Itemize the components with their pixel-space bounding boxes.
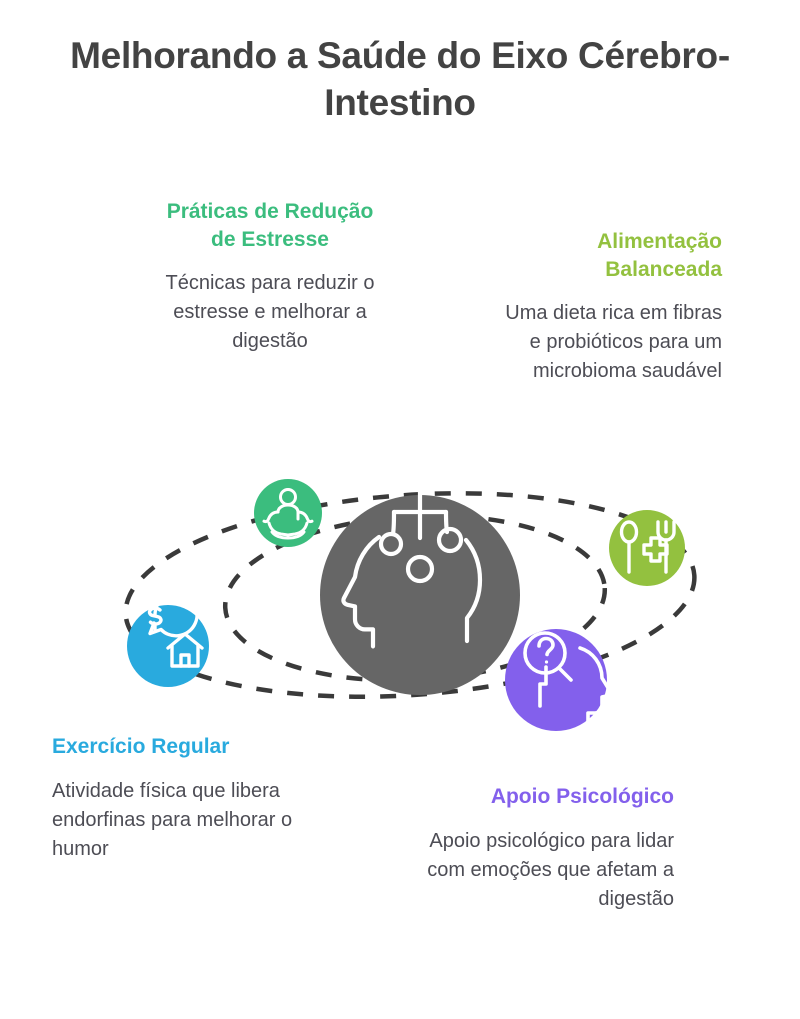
info-block-exercise: Exercício Regular Atividade física que l…: [52, 733, 302, 864]
info-block-stress: Práticas de Redução de Estresse Técnicas…: [155, 198, 385, 356]
meditation-lotus-icon: [262, 488, 314, 540]
head-question-magnifier-icon: [523, 631, 613, 727]
page-title: Melhorando a Saúde do Eixo Cérebro-Intes…: [70, 35, 730, 124]
diagram-node-exercise[interactable]: [127, 592, 209, 687]
diagram-node-stress[interactable]: [254, 479, 322, 547]
title-block: Melhorando a Saúde do Eixo Cérebro-Intes…: [50, 32, 750, 127]
info-block-exercise-description: Atividade física que libera endorfinas p…: [52, 779, 293, 860]
dollar-speech-bubble-house-icon: [147, 592, 204, 668]
info-block-psychological-support-description: Apoio psicológico para lidar com emoções…: [427, 829, 674, 910]
info-block-psychological-support: Apoio Psicológico Apoio psicológico para…: [420, 783, 674, 914]
fork-spoon-cross-icon: [619, 520, 676, 574]
info-block-diet: Alimentação Balanceada Uma dieta rica em…: [500, 228, 722, 386]
info-block-exercise-heading: Exercício Regular: [52, 735, 230, 758]
info-block-diet-description: Uma dieta rica em fibras e probióticos p…: [505, 302, 722, 383]
info-block-psychological-support-heading: Apoio Psicológico: [490, 785, 674, 808]
diagram-node-psychological-support[interactable]: [505, 629, 613, 731]
diagram-node-diet[interactable]: [609, 510, 685, 586]
head-brain-network-icon: [341, 482, 483, 649]
info-block-stress-heading: Práticas de Redução de Estresse: [166, 200, 374, 251]
diagram-center-node[interactable]: [320, 482, 520, 695]
orbit-diagram: [0, 440, 800, 760]
psych-node-circle: [505, 629, 607, 731]
info-block-stress-description: Técnicas para reduzir o estresse e melho…: [165, 272, 375, 353]
info-block-diet-heading: Alimentação Balanceada: [597, 230, 722, 281]
